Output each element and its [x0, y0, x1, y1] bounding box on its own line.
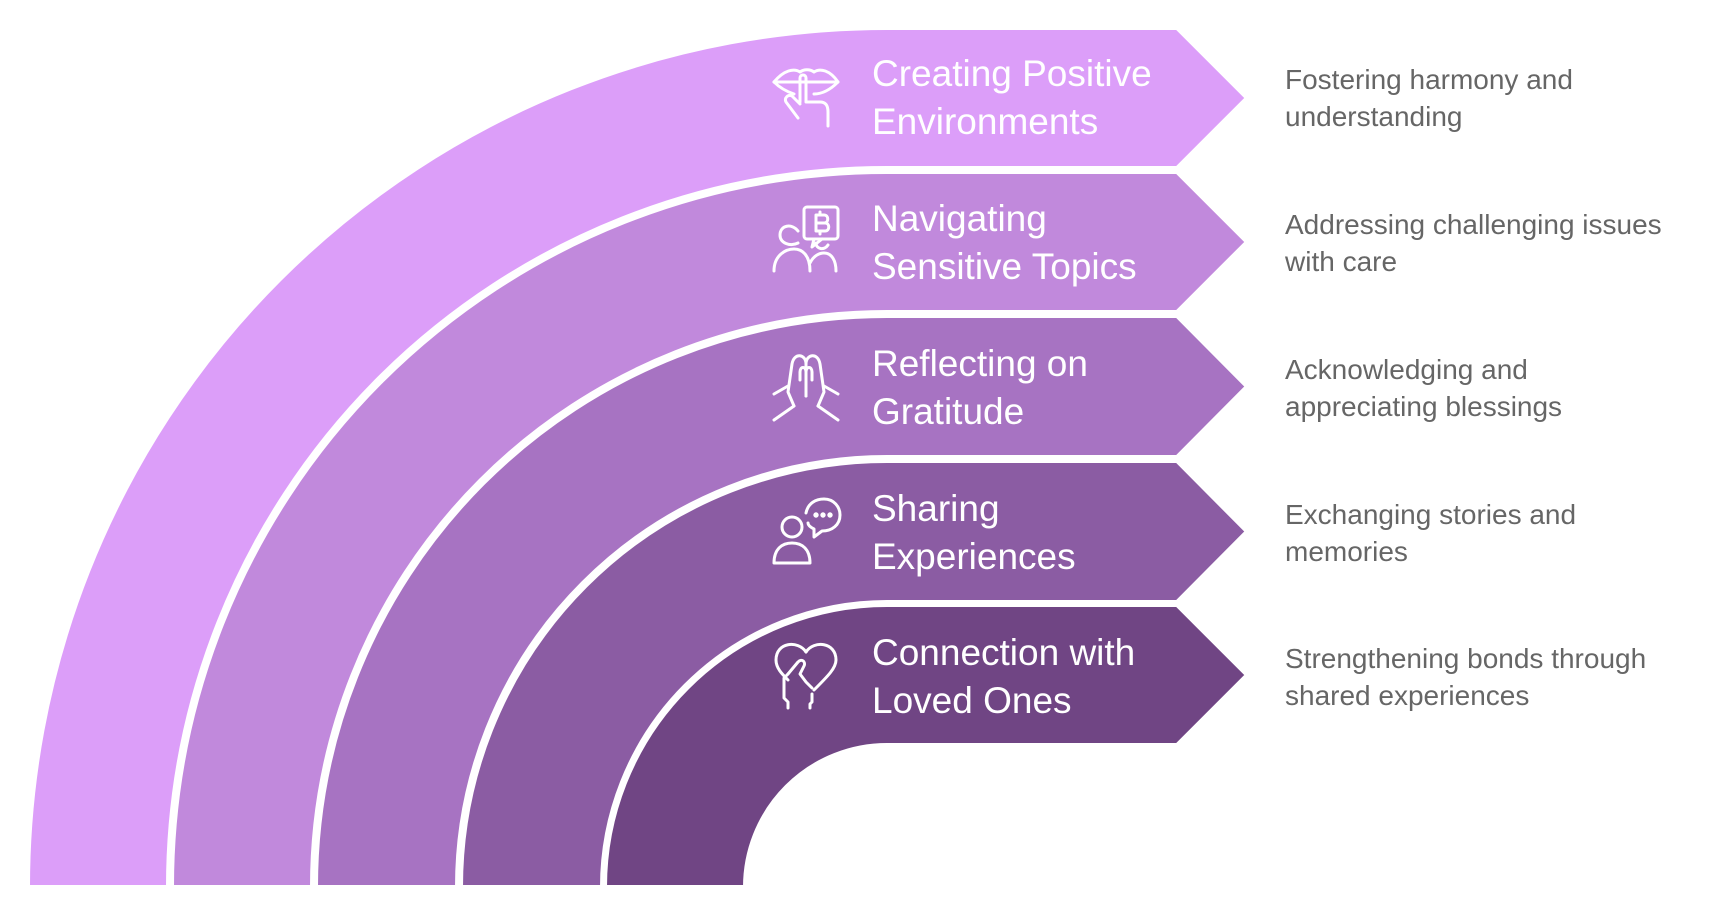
- person-chat-bubble-icon: [770, 495, 842, 567]
- band-title: Sharing Experiences: [872, 485, 1076, 581]
- band-shape-sharing-experiences: [458, 459, 1250, 889]
- description-line: Exchanging stories and: [1285, 499, 1577, 530]
- band-description: Acknowledging and appreciating blessings: [1285, 351, 1725, 425]
- description-line: Strengthening bonds through: [1285, 643, 1647, 674]
- title-line: Environments: [872, 101, 1099, 142]
- description-line: Acknowledging and: [1285, 354, 1528, 385]
- band-title: Connection with Loved Ones: [872, 629, 1135, 725]
- band-title: Navigating Sensitive Topics: [872, 195, 1137, 291]
- band-description: Fostering harmony and understanding: [1285, 61, 1725, 135]
- title-line: Reflecting on: [872, 343, 1088, 384]
- description-line: memories: [1285, 536, 1408, 567]
- description-line: Addressing challenging issues: [1285, 209, 1662, 240]
- shush-lips-icon: [770, 60, 842, 132]
- description-line: with care: [1285, 246, 1398, 277]
- description-line: shared experiences: [1285, 680, 1530, 711]
- band-description: Addressing challenging issues with care: [1285, 206, 1725, 280]
- band-shape-reflecting-on-gratitude: [313, 314, 1250, 889]
- band-title: Reflecting on Gratitude: [872, 340, 1088, 436]
- band-shape-creating-positive-environments: [25, 26, 1250, 889]
- band-shape-navigating-sensitive-topics: [169, 170, 1250, 889]
- description-line: Fostering harmony and: [1285, 64, 1573, 95]
- title-line: Creating Positive: [872, 53, 1152, 94]
- hand-heart-icon: [770, 638, 842, 710]
- band-description: Exchanging stories and memories: [1285, 496, 1725, 570]
- praying-hands-icon: [770, 350, 842, 422]
- band-description: Strengthening bonds through shared exper…: [1285, 640, 1725, 714]
- band-title: Creating Positive Environments: [872, 50, 1152, 146]
- title-line: Connection with: [872, 632, 1136, 673]
- people-bitcoin-chat-icon: [770, 205, 842, 277]
- band-shape-connection-with-loved-ones: [602, 603, 1250, 889]
- title-line: Sensitive Topics: [872, 246, 1137, 287]
- description-line: appreciating blessings: [1285, 391, 1563, 422]
- title-line: Gratitude: [872, 391, 1025, 432]
- title-line: Navigating: [872, 198, 1047, 239]
- title-line: Sharing: [872, 488, 1000, 529]
- title-line: Experiences: [872, 536, 1076, 577]
- title-line: Loved Ones: [872, 680, 1072, 721]
- description-line: understanding: [1285, 101, 1463, 132]
